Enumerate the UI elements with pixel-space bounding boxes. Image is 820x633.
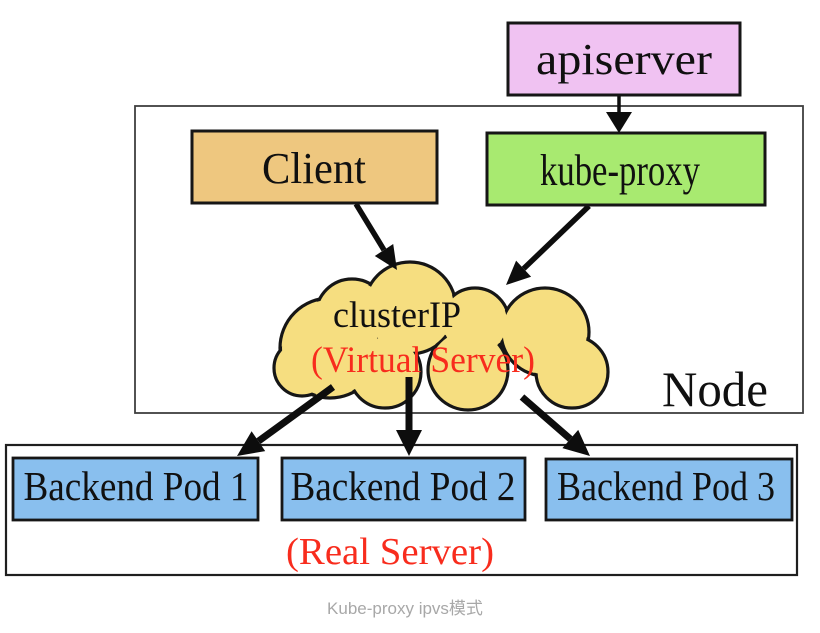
backend-pod-2 bbox=[280, 456, 527, 522]
backend-pod-3-label: Backend Pod 3 bbox=[557, 463, 775, 509]
kube-proxy-node bbox=[485, 131, 767, 207]
node-label: Node bbox=[662, 361, 768, 417]
cluster-ip-label: clusterIP bbox=[333, 295, 461, 336]
virtual-server-label: (Virtual Server) bbox=[311, 340, 535, 381]
kube-proxy-label: kube-proxy bbox=[540, 146, 700, 195]
backend-pod-2-label: Backend Pod 2 bbox=[291, 463, 516, 509]
cluster-ip-cloud bbox=[272, 260, 610, 412]
apiserver-node bbox=[506, 21, 742, 97]
arrow-client-to-clusterip bbox=[353, 202, 397, 270]
arrow-clusterip-to-pod3 bbox=[519, 394, 590, 456]
apiserver-label: apiserver bbox=[536, 35, 712, 84]
arrow-clusterip-to-pod1 bbox=[237, 384, 336, 456]
backend-pod-1 bbox=[11, 456, 260, 522]
backend-pod-3 bbox=[544, 457, 794, 522]
arrow-kubeproxy-to-clusterip bbox=[506, 204, 591, 285]
client-node bbox=[190, 129, 439, 205]
arrow-clusterip-to-pod2 bbox=[396, 377, 422, 456]
client-label: Client bbox=[262, 144, 366, 193]
arrow-apiserver-to-kubeproxy bbox=[606, 95, 632, 133]
real-server-label: (Real Server) bbox=[286, 531, 494, 573]
backend-pod-1-label: Backend Pod 1 bbox=[24, 463, 249, 509]
diagram-caption: Kube-proxy ipvs模式 bbox=[327, 599, 483, 618]
